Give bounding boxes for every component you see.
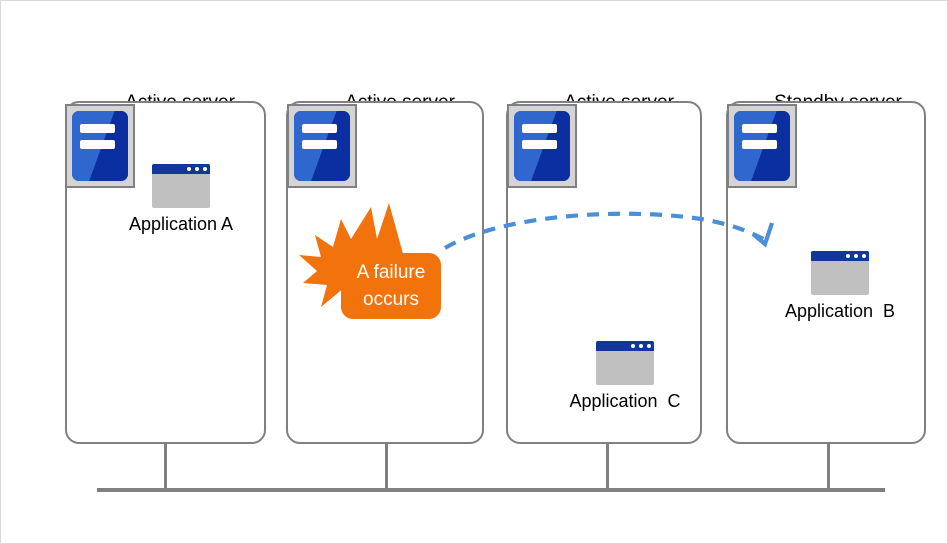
bus-drop-4	[827, 444, 830, 490]
failure-line-1: A failure	[356, 262, 426, 283]
failure-line-2: occurs	[363, 289, 419, 310]
bus-drop-2	[385, 444, 388, 490]
application-label: Application B	[784, 301, 896, 321]
server-hardware-icon	[65, 104, 135, 188]
bus-drop-1	[164, 444, 167, 490]
app-window-icon	[152, 164, 210, 208]
application-b[interactable]: Application B	[776, 251, 904, 322]
server-hardware-icon	[507, 104, 577, 188]
app-window-icon	[811, 251, 869, 295]
server-hardware-icon	[287, 104, 357, 188]
network-bus-line	[97, 488, 885, 492]
server-hardware-icon	[727, 104, 797, 188]
application-label: Application C	[569, 391, 681, 411]
application-c[interactable]: Application C	[561, 341, 689, 412]
bus-drop-3	[606, 444, 609, 490]
application-label: Application A	[128, 214, 234, 234]
application-a[interactable]: Application A	[117, 164, 245, 235]
failure-badge[interactable]: A failure occurs	[341, 253, 441, 319]
app-window-icon	[596, 341, 654, 385]
